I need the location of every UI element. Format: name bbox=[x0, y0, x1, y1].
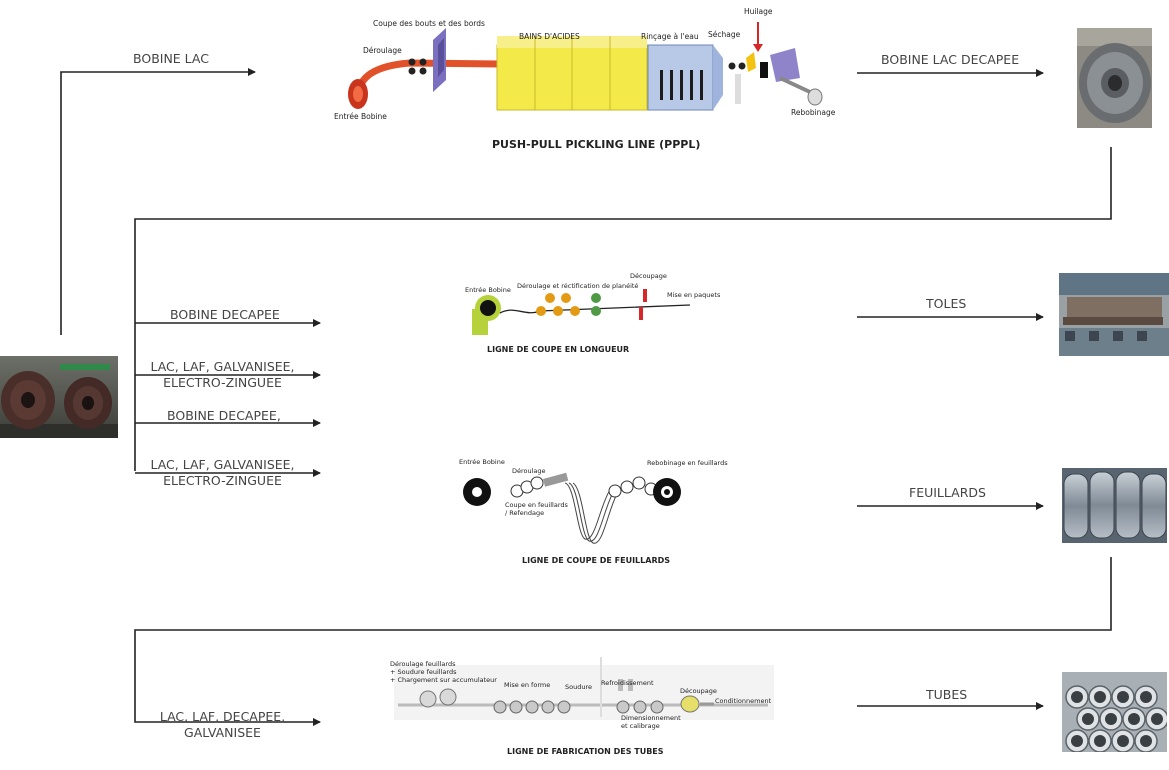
longueur-title: LIGNE DE COUPE EN LONGUEUR bbox=[487, 345, 630, 354]
tubes-line-label-deroulage1: Déroulage feuillards bbox=[390, 660, 456, 668]
longueur-label-decoupage: Découpage bbox=[630, 272, 667, 280]
flow-label-lac-laf-decapee: LAC, LAF, DECAPEE, GALVANISEE bbox=[150, 709, 295, 741]
flow-label-lac-laf-galva-1: LAC, LAF, GALVANISEE, ELECTRO-ZINGUEE bbox=[150, 359, 295, 391]
tube-mill-diagram: Déroulage feuillards + Soudure feuillard… bbox=[388, 655, 778, 760]
pppl-label-deroulage: Déroulage bbox=[363, 46, 402, 55]
tubes-line-label-cond: Conditionnement bbox=[715, 697, 772, 705]
tubes-line-label-dim2: et calibrage bbox=[621, 722, 660, 730]
feuillards-line-label-deroulage: Déroulage bbox=[512, 467, 546, 475]
flow-label-line: GALVANISEE bbox=[184, 725, 261, 740]
flow-label-line: LAC, LAF, GALVANISEE, bbox=[150, 457, 295, 472]
flow-label-lac-laf-galva-2: LAC, LAF, GALVANISEE, ELECTRO-ZINGUEE bbox=[150, 457, 295, 489]
slitting-line-diagram: Entrée Bobine Déroulage Coupe en feuilla… bbox=[455, 455, 745, 570]
feuillards-line-label-rebobinage: Rebobinage en feuillards bbox=[647, 459, 728, 467]
pppl-label-sechage: Séchage bbox=[708, 30, 741, 39]
tubes-line-title: LIGNE DE FABRICATION DES TUBES bbox=[507, 747, 664, 756]
tubes-line-label-deroulage2: + Soudure feuillards bbox=[390, 668, 457, 676]
flow-label-line: LAC, LAF, GALVANISEE, bbox=[150, 359, 295, 374]
flow-label-bobine-lac-decapee: BOBINE LAC DECAPEE bbox=[881, 52, 1020, 67]
flow-label-line: LAC, LAF, DECAPEE, bbox=[159, 709, 286, 724]
steel-coils-photo bbox=[0, 356, 118, 438]
tubes-line-label-mise: Mise en forme bbox=[504, 681, 551, 689]
tubes-line-label-soudure: Soudure bbox=[565, 683, 592, 691]
cut-to-length-diagram: Entrée Bobine Déroulage et réctification… bbox=[455, 265, 745, 365]
steel-tubes-photo bbox=[1062, 672, 1167, 752]
tubes-line-label-decoupage: Découpage bbox=[680, 687, 717, 695]
pppl-label-rincage: Rinçage à l'eau bbox=[641, 32, 699, 41]
flow-label-bobine-decapee: BOBINE DECAPEE bbox=[170, 307, 280, 322]
longueur-label-mise: Mise en paquets bbox=[667, 291, 721, 299]
pickled-coil-photo bbox=[1077, 28, 1152, 128]
flow-label-line: ELECTRO-ZINGUEE bbox=[163, 375, 282, 390]
output-label-tubes: TUBES bbox=[926, 687, 968, 702]
output-label-toles: TOLES bbox=[926, 296, 967, 311]
longueur-label-entree: Entrée Bobine bbox=[465, 286, 511, 294]
tubes-line-label-refroid: Refroidissement bbox=[601, 679, 654, 687]
tubes-line-label-deroulage3: + Chargement sur accumulateur bbox=[390, 676, 497, 684]
pppl-label-entree: Entrée Bobine bbox=[334, 112, 387, 121]
feuillards-line-label-coupe1: Coupe en feuillards bbox=[505, 501, 568, 509]
tubes-line-label-dim1: Dimensionnement bbox=[621, 714, 681, 722]
flow-label-bobine-decapee-2: BOBINE DECAPEE, bbox=[167, 408, 281, 423]
longueur-label-deroulage: Déroulage et réctification de planéité bbox=[517, 282, 639, 290]
pppl-label-bains: BAINS D'ACIDES bbox=[519, 32, 580, 41]
feuillards-line-label-coupe2: / Refendage bbox=[505, 509, 545, 517]
steel-sheets-photo bbox=[1059, 273, 1169, 356]
steel-strips-photo bbox=[1062, 468, 1167, 543]
pppl-label-coupe: Coupe des bouts et des bords bbox=[373, 19, 485, 28]
output-label-feuillards: FEUILLARDS bbox=[909, 485, 986, 500]
pppl-label-huilage: Huilage bbox=[744, 7, 773, 16]
flow-label-bobine-lac: BOBINE LAC bbox=[133, 51, 209, 66]
flow-label-line: ELECTRO-ZINGUEE bbox=[163, 473, 282, 488]
pppl-label-rebobinage: Rebobinage bbox=[791, 108, 836, 117]
feuillards-line-title: LIGNE DE COUPE DE FEUILLARDS bbox=[522, 556, 670, 565]
pppl-title: PUSH-PULL PICKLING LINE (PPPL) bbox=[492, 138, 701, 151]
pppl-diagram: Coupe des bouts et des bords Déroulage B… bbox=[330, 0, 850, 160]
feuillards-line-label-entree: Entrée Bobine bbox=[459, 458, 505, 466]
